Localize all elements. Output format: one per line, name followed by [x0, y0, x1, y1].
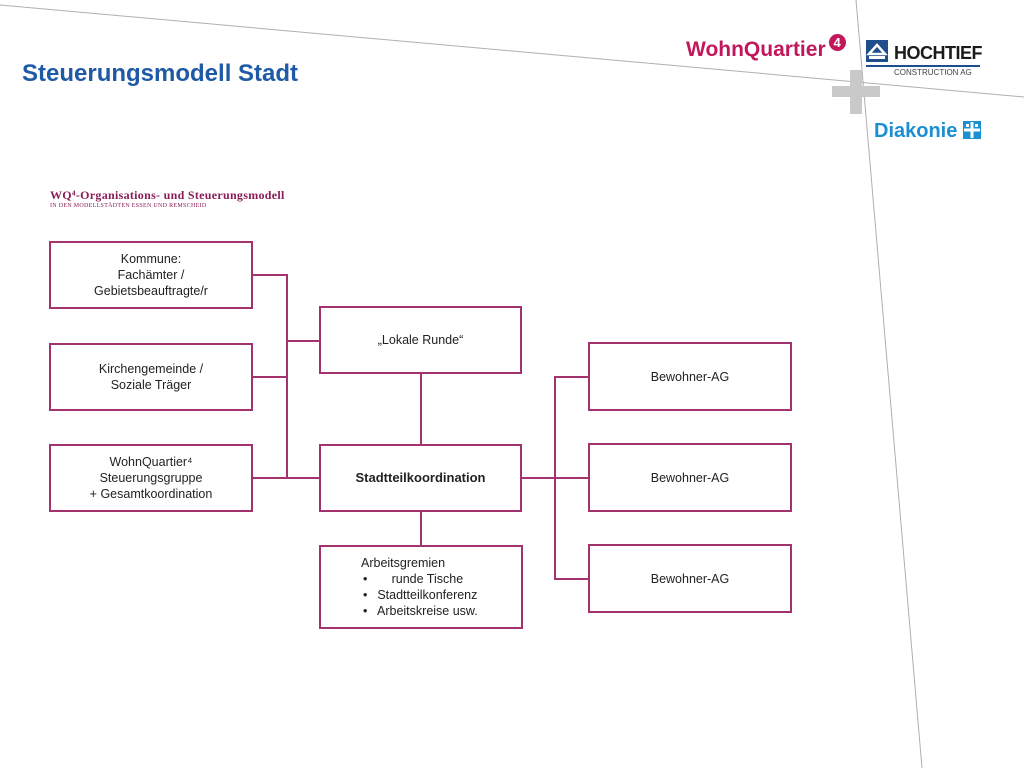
hochtief-logo-bar — [866, 65, 980, 67]
connector-line — [252, 477, 288, 479]
plus-icon-vertical — [850, 70, 862, 114]
wohnquartier-logo-text: WohnQuartier — [686, 38, 826, 61]
box-kommune: Kommune: Fachämter / Gebietsbeauftragte/… — [49, 241, 253, 309]
list-item: Stadtteilkonferenz — [363, 587, 478, 603]
box-line: Gebietsbeauftragte/r — [94, 284, 208, 298]
list-item: Arbeitskreise usw. — [363, 603, 478, 619]
connector-line — [286, 477, 320, 479]
connector-line — [286, 340, 320, 342]
diagram-subtitle: in den Modellstädten Essen und Remscheid — [50, 203, 207, 209]
box-bewohner-ag-1: Bewohner-AG — [588, 342, 792, 411]
box-stadtteilkoordination: Stadtteilkoordination — [319, 444, 522, 512]
connector-line — [554, 477, 589, 479]
box-bewohner-ag-3: Bewohner-AG — [588, 544, 792, 613]
box-kirchengemeinde: Kirchengemeinde / Soziale Träger — [49, 343, 253, 411]
box-lokale-runde: „Lokale Runde“ — [319, 306, 522, 374]
box-line: Kommune: — [120, 252, 182, 266]
box-arbeitsgremien: Arbeitsgremien runde Tische Stadtteilkon… — [319, 545, 523, 629]
hochtief-house-icon — [866, 40, 888, 62]
box-line: „Lokale Runde“ — [377, 333, 464, 347]
box-line: Soziale Träger — [110, 378, 192, 392]
diakonie-cross-icon — [963, 121, 982, 145]
box-line: Stadtteilkoordination — [355, 470, 486, 485]
box-bewohner-ag-2: Bewohner-AG — [588, 443, 792, 512]
box-line: Bewohner-AG — [650, 369, 730, 384]
box-line: Kirchengemeinde / — [98, 362, 204, 376]
connector-line — [420, 512, 422, 546]
connector-line — [252, 274, 288, 276]
hochtief-logo-sub: CONSTRUCTION AG — [894, 68, 972, 77]
connector-line — [554, 376, 589, 378]
list-item: runde Tische — [363, 571, 478, 587]
arbeitsgremien-heading: Arbeitsgremien — [361, 556, 446, 570]
diagram-title: WQ⁴-Organisations- und Steuerungsmodell — [50, 188, 285, 202]
box-line: WohnQuartier⁴ — [109, 455, 193, 469]
box-line: Bewohner-AG — [650, 571, 730, 586]
box-line: + Gesamtkoordination — [89, 487, 213, 501]
connector-line — [286, 274, 288, 479]
diakonie-logo-text: Diakonie — [874, 120, 958, 142]
connector-line — [252, 376, 288, 378]
connector-line — [522, 477, 556, 479]
hochtief-logo-name: HOCHTIEF — [894, 43, 983, 63]
box-line: Bewohner-AG — [650, 470, 730, 485]
connector-line — [554, 578, 589, 580]
box-wohnquartier-steuerungsgruppe: WohnQuartier⁴ Steuerungsgruppe + Gesamtk… — [49, 444, 253, 512]
arbeitsgremien-list: runde Tische Stadtteilkonferenz Arbeitsk… — [361, 571, 478, 619]
box-line: Fachämter / — [117, 268, 185, 282]
connector-line — [420, 374, 422, 445]
wohnquartier-logo-number: 4 — [828, 34, 846, 51]
diakonie-logo: Diakonie — [874, 120, 982, 145]
box-line: Steuerungsgruppe — [99, 471, 203, 485]
page-title: Steuerungsmodell Stadt — [22, 60, 299, 87]
